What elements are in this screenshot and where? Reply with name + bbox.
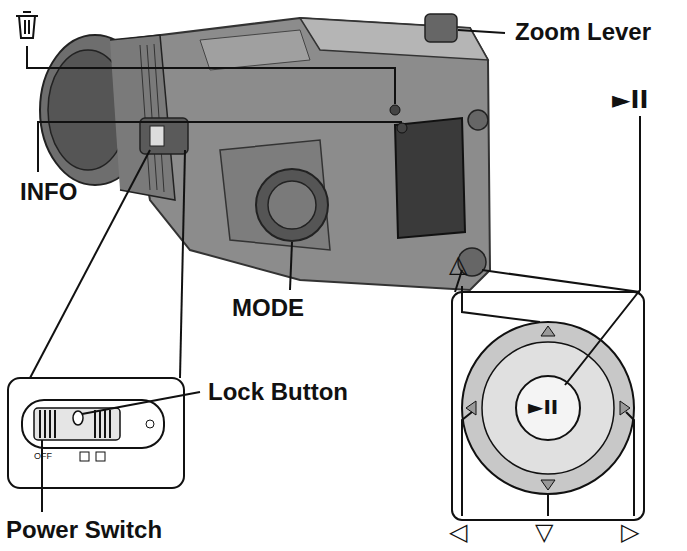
trash-icon [16, 12, 38, 38]
part-name: MODE [232, 296, 304, 320]
leader-lines [27, 30, 640, 378]
button-symbol: △ [449, 252, 467, 276]
button-symbol: ►II [528, 397, 558, 417]
button-symbol: ►II [612, 88, 648, 112]
part-name: Zoom Lever [515, 20, 651, 44]
button-symbol: ▷ [621, 520, 639, 544]
button-symbol: ▽ [535, 520, 553, 544]
switch-marking: OFF [34, 452, 52, 461]
part-name: Lock Button [208, 380, 348, 404]
part-name: Power Switch [6, 518, 162, 542]
part-name: INFO [20, 180, 77, 204]
button-symbol: ◁ [449, 520, 467, 544]
